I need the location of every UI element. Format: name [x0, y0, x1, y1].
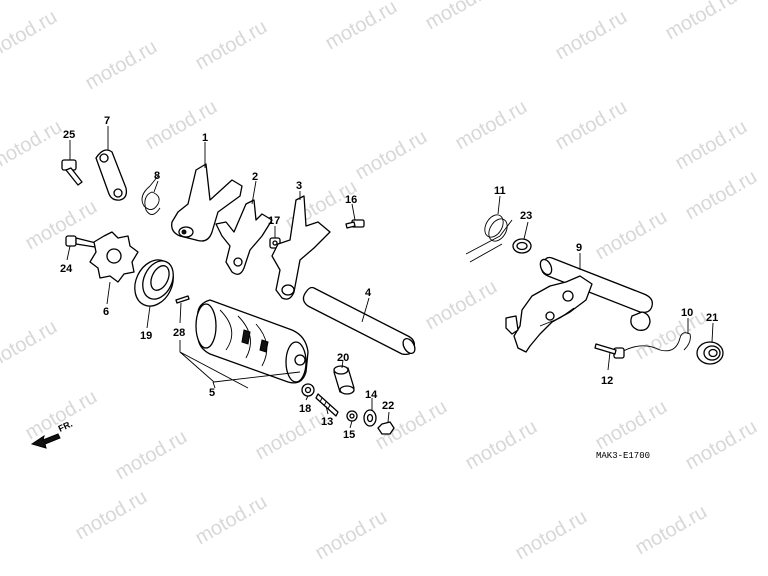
shift-fork-3 — [271, 195, 331, 300]
watermark: motod.ru — [552, 96, 631, 155]
bolt-12 — [594, 343, 625, 359]
watermark: motod.ru — [142, 96, 221, 155]
watermark: motod.ru — [192, 491, 271, 550]
washer-14 — [363, 409, 377, 427]
shift-fork-2 — [215, 199, 273, 275]
watermark: motod.ru — [452, 96, 531, 155]
watermark: motod.ru — [22, 386, 101, 445]
bolt-16 — [345, 219, 365, 229]
bearing-19 — [134, 259, 174, 307]
callout-22: 22 — [382, 400, 394, 412]
callout-2: 2 — [252, 171, 258, 183]
callout-12: 12 — [601, 375, 613, 387]
watermark: motod.ru — [462, 416, 541, 475]
callout-labels: 25 7 8 1 2 3 16 17 24 6 19 28 4 5 20 18 … — [60, 115, 718, 441]
bolt-25 — [61, 159, 83, 186]
stopper-arm-7 — [95, 149, 128, 201]
callout-25: 25 — [63, 129, 75, 141]
callout-19: 19 — [140, 330, 152, 342]
collar-20 — [333, 365, 355, 395]
callout-20: 20 — [337, 352, 349, 364]
callout-6: 6 — [103, 306, 109, 318]
watermark: motod.ru — [632, 501, 711, 560]
watermark: motod.ru — [592, 206, 671, 265]
callout-5: 5 — [209, 387, 215, 399]
callout-9: 9 — [576, 242, 582, 254]
spring-11 — [465, 214, 513, 263]
watermark: motod.ru — [672, 116, 751, 175]
nut-22 — [377, 421, 395, 435]
callout-17: 17 — [268, 215, 280, 227]
watermark-layer: motod.ru motod.ru motod.ru motod.ru moto… — [0, 0, 761, 564]
spring-8 — [141, 175, 161, 215]
watermark: motod.ru — [352, 126, 431, 185]
washer-18 — [301, 383, 315, 397]
watermark: motod.ru — [0, 316, 61, 375]
watermark: motod.ru — [662, 0, 741, 44]
callout-24: 24 — [60, 263, 73, 275]
watermark: motod.ru — [112, 426, 191, 485]
watermark: motod.ru — [422, 0, 501, 34]
callout-7: 7 — [104, 115, 110, 127]
watermark: motod.ru — [552, 6, 631, 65]
bolt-24 — [65, 235, 97, 248]
fork-shaft-4 — [302, 286, 416, 356]
watermark: motod.ru — [682, 166, 761, 225]
callout-16: 16 — [345, 194, 357, 206]
watermark: motod.ru — [512, 506, 591, 565]
star-plate-6 — [89, 231, 139, 283]
watermark: motod.ru — [312, 506, 391, 565]
shift-drum-5 — [195, 299, 309, 384]
callout-23: 23 — [520, 210, 532, 222]
watermark: motod.ru — [592, 396, 671, 455]
washer-23 — [512, 238, 532, 254]
callout-1: 1 — [202, 132, 208, 144]
callout-3: 3 — [296, 180, 302, 192]
watermark: motod.ru — [252, 406, 331, 465]
callout-4: 4 — [365, 287, 372, 299]
watermark: motod.ru — [322, 0, 401, 54]
leader-lines — [66, 126, 714, 429]
callout-8: 8 — [154, 170, 160, 182]
callout-13: 13 — [321, 416, 333, 428]
washer-15 — [346, 410, 358, 422]
callout-21: 21 — [706, 312, 718, 324]
callout-10: 10 — [681, 307, 693, 319]
callout-15: 15 — [343, 429, 355, 441]
watermark: motod.ru — [0, 6, 61, 65]
watermark: motod.ru — [682, 416, 761, 475]
callout-14: 14 — [365, 389, 378, 401]
watermark: motod.ru — [72, 486, 151, 545]
spring-10 — [617, 332, 691, 355]
watermark: motod.ru — [422, 276, 501, 335]
watermark: motod.ru — [82, 36, 161, 95]
gearshift-spindle-9 — [505, 256, 653, 353]
watermark: motod.ru — [192, 16, 271, 75]
diagram-code: MAK3-E1700 — [596, 451, 650, 461]
callout-11: 11 — [494, 185, 506, 197]
shift-fork-1 — [171, 163, 243, 242]
pin-28 — [175, 295, 190, 304]
callout-28: 28 — [173, 327, 185, 339]
watermark: motod.ru — [0, 116, 66, 175]
oil-seal-21 — [696, 341, 724, 365]
callout-18: 18 — [299, 403, 311, 415]
pin-13 — [315, 393, 339, 417]
